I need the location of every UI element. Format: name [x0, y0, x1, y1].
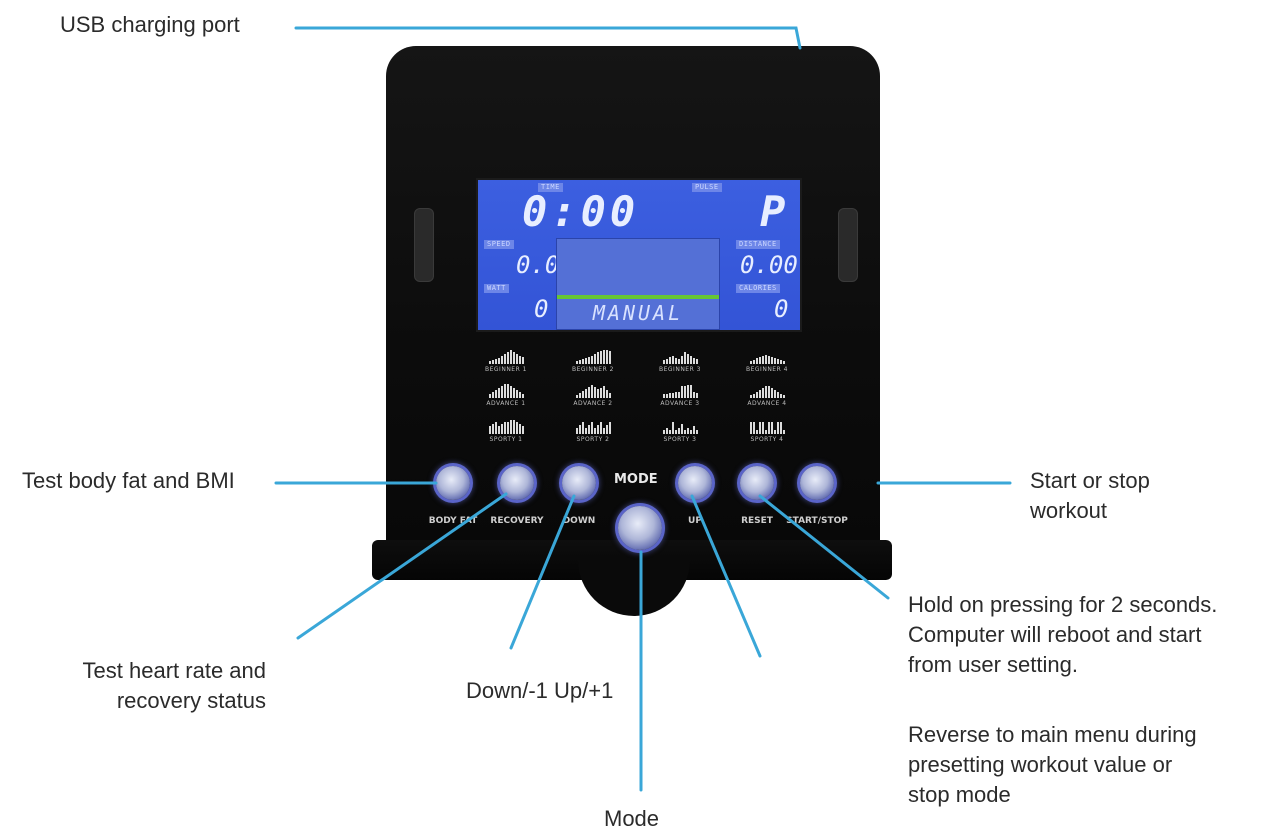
reset-leader [758, 494, 890, 600]
pulse-readout: P [760, 187, 790, 236]
down-button[interactable] [562, 466, 596, 500]
body-fat-callout: Test body fat and BMI [22, 468, 235, 493]
time-tag: TIME [538, 183, 563, 192]
calories-tag: CALORIES [736, 284, 780, 293]
mode-label: MODE [614, 472, 658, 487]
time-readout: 0:00 [522, 187, 640, 236]
program-profile-icon [649, 382, 711, 398]
reset-callout-line-1: Hold on pressing for 2 seconds. [908, 592, 1218, 617]
heart-rate-leader [296, 492, 508, 640]
program-profile-10: SPORTY 2 [562, 418, 624, 443]
heart-rate-callout: Test heart rate and recovery status [30, 656, 266, 716]
watt-tag: WATT [484, 284, 509, 293]
program-profile-1: BEGINNER 1 [475, 348, 537, 373]
program-profile-icon [649, 418, 711, 434]
reverse-callout-line-2: presetting workout value or [908, 752, 1173, 777]
reverse-callout-line-3: stop mode [908, 782, 1011, 807]
pulse-tag: PULSE [692, 183, 722, 192]
program-profile-icon [562, 382, 624, 398]
program-name: MANUAL [592, 301, 684, 325]
mode-callout: Mode [604, 806, 660, 831]
program-profile-label: BEGINNER 1 [485, 366, 527, 373]
right-grip [838, 208, 858, 282]
heart-rate-callout-line-1: Test heart rate and [82, 658, 266, 683]
program-profile-label: BEGINNER 2 [572, 366, 614, 373]
body-fat-button[interactable] [436, 466, 470, 500]
start-stop-callout-line-1: Start or stop [1030, 468, 1150, 493]
program-matrix: MANUAL [556, 238, 720, 330]
start-stop-callout-line-2: workout [1030, 498, 1108, 523]
program-profile-5: ADVANCE 1 [475, 382, 537, 407]
program-profile-icon [649, 348, 711, 364]
distance-tag: DISTANCE [736, 240, 780, 249]
program-profile-icon [562, 348, 624, 364]
speed-tag: SPEED [484, 240, 514, 249]
start-stop-button[interactable] [800, 466, 834, 500]
program-profile-9: SPORTY 1 [475, 418, 537, 443]
program-profile-12: SPORTY 4 [736, 418, 798, 443]
reset-callout-line-3: from user setting. [908, 652, 1078, 677]
heart-rate-callout-line-2: recovery status [116, 688, 266, 713]
lcd-display: TIME PULSE 0:00 P SPEED 0.0 WATT 0 DISTA… [476, 178, 802, 332]
recovery-label: RECOVERY [490, 516, 544, 526]
reset-button[interactable] [740, 466, 774, 500]
program-profile-3: BEGINNER 3 [649, 348, 711, 373]
program-profile-label: SPORTY 3 [663, 436, 697, 443]
usb-leader [294, 26, 802, 50]
program-profile-icon [736, 382, 798, 398]
program-profile-8: ADVANCE 4 [736, 382, 798, 407]
program-profile-icon [475, 418, 537, 434]
program-profile-2: BEGINNER 2 [562, 348, 624, 373]
program-profile-11: SPORTY 3 [649, 418, 711, 443]
body-fat-label: BODY FAT [428, 516, 478, 526]
calories-readout: 0 [774, 295, 789, 323]
down-leader [509, 494, 576, 650]
reverse-callout-line-1: Reverse to main menu during [908, 722, 1197, 747]
program-profile-label: SPORTY 4 [750, 436, 784, 443]
program-profile-label: SPORTY 1 [489, 436, 523, 443]
usb-callout: USB charging port [60, 12, 240, 37]
program-profile-4: BEGINNER 4 [736, 348, 798, 373]
program-profile-label: ADVANCE 2 [573, 400, 613, 407]
mode-button[interactable] [618, 506, 662, 550]
start-stop-label: START/STOP [786, 516, 848, 526]
program-profile-label: ADVANCE 4 [747, 400, 787, 407]
up-button[interactable] [678, 466, 712, 500]
program-profile-icon [736, 348, 798, 364]
down-label: DOWN [562, 516, 596, 526]
program-profile-icon [475, 348, 537, 364]
speed-readout: 0.0 [516, 251, 560, 279]
up-leader [690, 494, 762, 658]
program-profile-6: ADVANCE 2 [562, 382, 624, 407]
program-profile-icon [736, 418, 798, 434]
program-profile-label: BEGINNER 4 [746, 366, 788, 373]
watt-readout: 0 [534, 295, 549, 323]
program-profile-icon [475, 382, 537, 398]
reset-label: RESET [741, 516, 773, 526]
program-profile-label: ADVANCE 1 [486, 400, 526, 407]
start-stop-callout: Start or stop workout [1030, 466, 1150, 526]
program-profile-7: ADVANCE 3 [649, 382, 711, 407]
program-profile-label: BEGINNER 3 [659, 366, 701, 373]
reset-callout: Hold on pressing for 2 seconds. Computer… [908, 590, 1217, 680]
left-grip [414, 208, 434, 282]
program-profile-icon [562, 418, 624, 434]
down-up-callout: Down/-1 Up/+1 [466, 678, 614, 703]
program-profile-label: ADVANCE 3 [660, 400, 700, 407]
distance-readout: 0.00 [740, 251, 798, 279]
reverse-callout: Reverse to main menu during presetting w… [908, 720, 1197, 810]
up-label: UP [688, 516, 702, 526]
reset-callout-line-2: Computer will reboot and start [908, 622, 1202, 647]
progress-bar [557, 295, 719, 299]
program-profile-label: SPORTY 2 [576, 436, 610, 443]
